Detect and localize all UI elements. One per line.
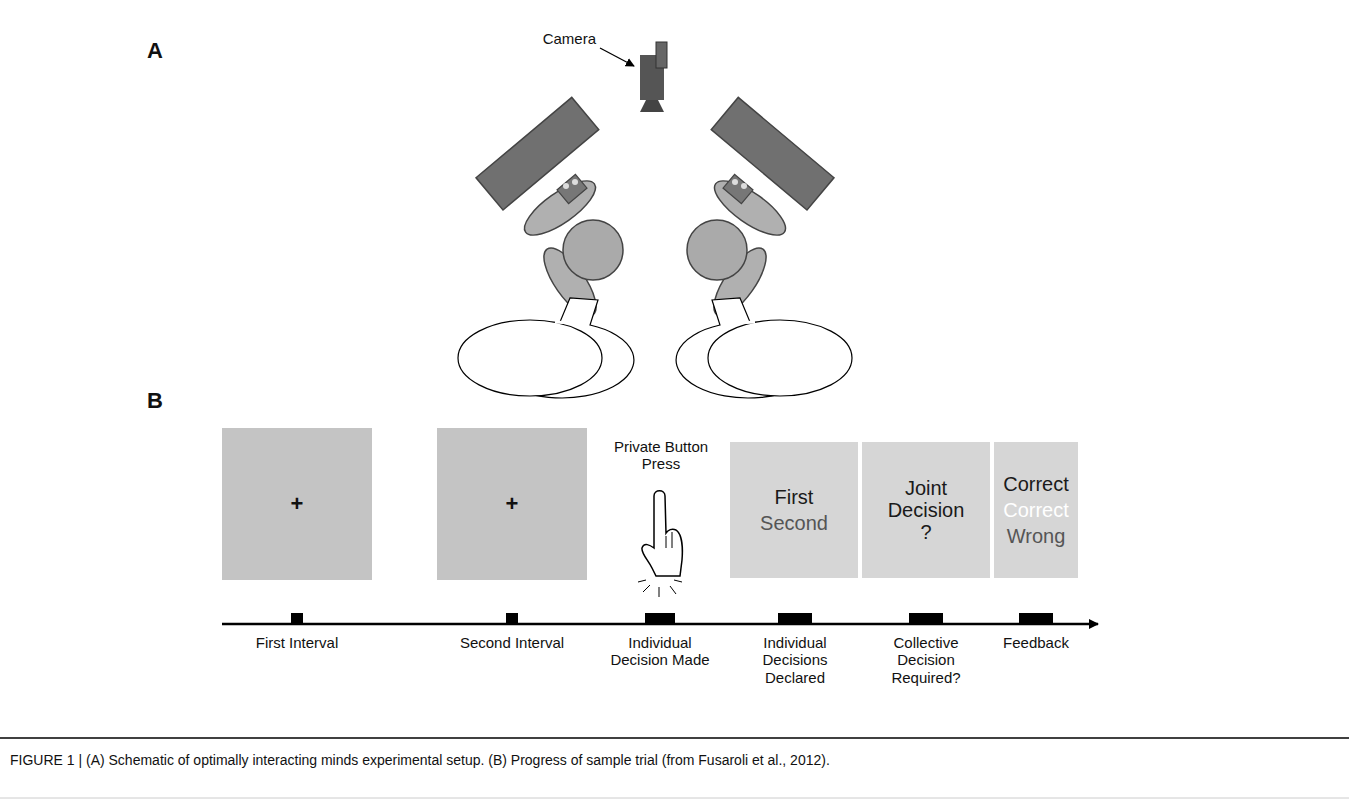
annotation-label: Camera — [520, 30, 596, 47]
panel-text: Correct — [1003, 473, 1069, 495]
participant-figure — [458, 97, 634, 398]
panel-text: + — [506, 492, 519, 516]
stimulus-panel: + — [437, 428, 587, 580]
panel-letter: A — [147, 38, 177, 63]
panel-text: Second — [760, 512, 828, 534]
panel-text: Correct — [1003, 499, 1069, 521]
timeline-axis — [222, 613, 1098, 624]
screen-panel: FirstSecond — [730, 442, 858, 578]
timeline-label: Individual Decision Made — [598, 634, 722, 669]
frame-line — [0, 737, 1349, 739]
timeline-tick — [506, 613, 518, 624]
panel-text: First — [775, 486, 814, 508]
timeline-label: Collective Decision Required? — [863, 634, 989, 686]
timeline-label: Feedback — [990, 634, 1082, 651]
screen-panel: Joint Decision ? — [862, 442, 990, 578]
timeline-label: Individual Decisions Declared — [733, 634, 857, 686]
panel-text: + — [291, 492, 304, 516]
camera-icon — [600, 42, 667, 112]
screen-panel: CorrectCorrectWrong — [994, 442, 1078, 578]
figure-caption: FIGURE 1 | (A) Schematic of optimally in… — [10, 752, 1330, 768]
timeline-label: Second Interval — [452, 634, 572, 651]
panel-text: Joint Decision ? — [881, 477, 971, 543]
panel-text: Wrong — [1007, 525, 1066, 547]
stimulus-panel: + — [222, 428, 372, 580]
frame-line — [0, 798, 1349, 799]
timeline-tick — [291, 613, 303, 624]
panel-letter: B — [147, 388, 177, 413]
pressing-hand — [638, 491, 682, 597]
annotation-label: Private Button Press — [606, 438, 716, 473]
timeline-label: First Interval — [237, 634, 357, 651]
timeline-tick — [909, 613, 943, 624]
timeline-tick — [645, 613, 675, 624]
timeline-tick — [1019, 613, 1053, 624]
timeline-tick — [778, 613, 812, 624]
